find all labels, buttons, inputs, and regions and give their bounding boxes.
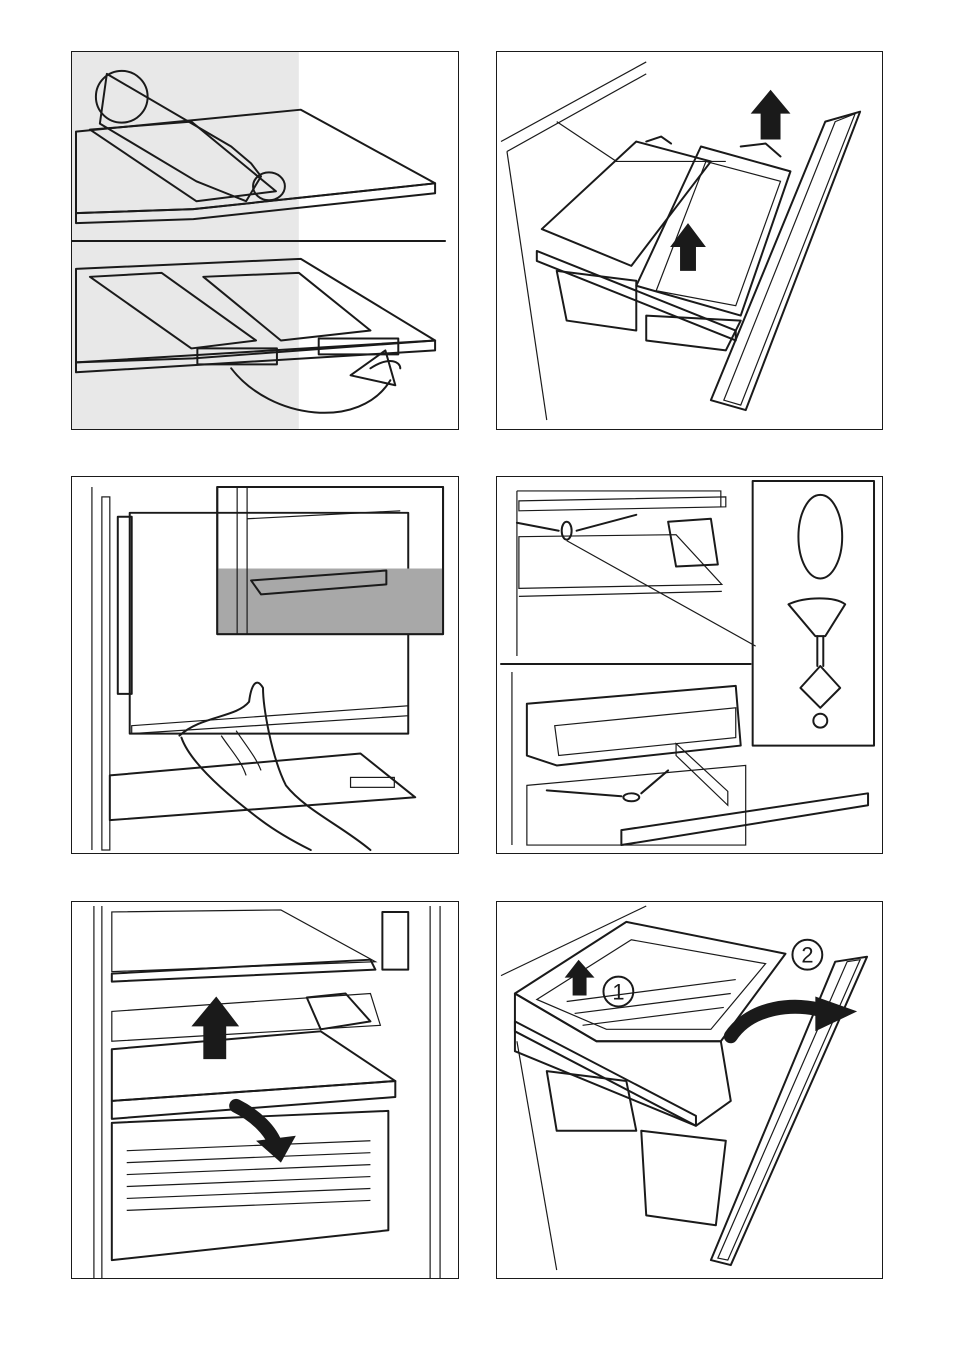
step-2-label: 2 <box>801 943 813 968</box>
door-inset-drawing <box>72 477 458 853</box>
illustration-door-inset <box>71 476 459 854</box>
illustration-drain-hole-cleaning <box>496 476 883 854</box>
freezer-baskets-drawing <box>497 52 882 429</box>
shelf-removal-drawing <box>72 902 458 1278</box>
bottle-rack-drawing <box>72 52 458 429</box>
crisper-removal-drawing: 1 2 <box>497 902 882 1278</box>
drain-hole-cleaning-drawing <box>497 477 882 853</box>
illustration-bottle-rack <box>71 51 459 430</box>
illustration-shelf-removal <box>71 901 459 1279</box>
illustration-crisper-removal: 1 2 <box>496 901 883 1279</box>
illustration-freezer-baskets <box>496 51 883 430</box>
step-1-label: 1 <box>612 979 624 1004</box>
